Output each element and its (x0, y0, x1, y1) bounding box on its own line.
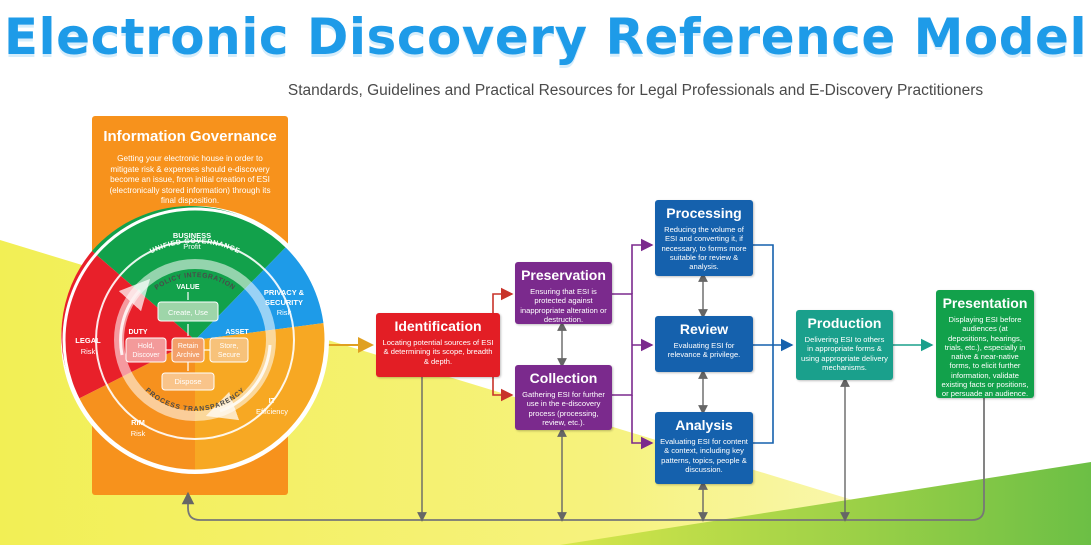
center-text-archive: Archive (176, 352, 199, 359)
center-text-secure: Secure (218, 352, 240, 359)
segment-privacy-sub: Risk (277, 308, 292, 317)
stage-preservation[interactable]: Preservation Ensuring that ESI is protec… (515, 262, 612, 324)
arrow-to-processing (631, 238, 654, 294)
segment-business-name: BUSINESS (173, 231, 211, 240)
arrow-purple-trunk (612, 293, 633, 396)
segment-rim-sub: Risk (131, 429, 146, 438)
segment-legal-name: LEGAL (75, 336, 101, 345)
center-text-discover: Discover (132, 352, 160, 359)
segment-legal (61, 251, 195, 399)
stage-review[interactable]: Review Evaluating ESI for relevance & pr… (655, 316, 753, 372)
segment-business (92, 206, 286, 340)
stage-collection[interactable]: Collection Gathering ESI for further use… (515, 365, 612, 430)
stage-preservation-title: Preservation (521, 267, 606, 283)
center-box-store-secure: Store, Secure (209, 337, 249, 363)
stage-production[interactable]: Production Delivering ESI to others in a… (796, 310, 893, 380)
stage-processing-title: Processing (666, 205, 742, 221)
stage-production-title: Production (807, 315, 882, 331)
stage-analysis-desc: Evaluating ESI for content & context, in… (660, 437, 748, 474)
stage-preservation-desc: Ensuring that ESI is protected against i… (520, 287, 607, 324)
segment-privacy-name2: SECURITY (265, 298, 303, 307)
segment-it-sub: Efficiency (256, 407, 288, 416)
arrow-blue-trunk (753, 244, 774, 444)
information-governance-title: Information Governance (103, 128, 277, 145)
segment-business-sub: Profit (183, 242, 201, 251)
page-subtitle: Standards, Guidelines and Practical Reso… (287, 82, 984, 99)
stage-processing[interactable]: Processing Reducing the volume of ESI an… (655, 200, 753, 276)
governance-wheel: UNIFIED GOVERNANCE POLICY INTEGRATION PR… (61, 206, 329, 474)
stage-identification-title: Identification (394, 318, 482, 334)
center-text-retain: Retain (178, 343, 198, 350)
center-box-create-use: Create, Use (157, 301, 219, 322)
center-text-create-use: Create, Use (168, 308, 208, 317)
segment-rim-name: RIM (131, 418, 145, 427)
stage-production-desc: Delivering ESI to others in appropriate … (801, 335, 888, 372)
center-label-duty: DUTY (128, 329, 147, 336)
stage-collection-title: Collection (529, 370, 598, 386)
center-box-retain-archive: Retain Archive (171, 337, 205, 363)
stage-presentation-title: Presentation (942, 295, 1028, 311)
center-box-dispose: Dispose (161, 372, 215, 391)
center-text-hold: Hold, (138, 343, 154, 350)
stage-analysis[interactable]: Analysis Evaluating ESI for content & co… (655, 412, 753, 484)
stage-review-desc: Evaluating ESI for relevance & privilege… (667, 341, 741, 360)
stage-analysis-title: Analysis (675, 417, 733, 433)
center-box-hold-discover: Hold, Discover (125, 337, 167, 363)
center-text-dispose: Dispose (174, 377, 201, 386)
feedback-loop-line (181, 398, 985, 521)
center-text-store: Store, (220, 343, 239, 350)
stage-processing-desc: Reducing the volume of ESI and convertin… (661, 225, 747, 272)
stage-review-title: Review (679, 321, 729, 337)
arrow-to-analysis (631, 395, 654, 450)
information-governance-description: Getting your electronic house in order t… (109, 154, 271, 205)
segment-privacy-name: PRIVACY & (264, 288, 305, 297)
stage-identification-desc: Locating potential sources of ESI & dete… (382, 338, 494, 366)
segment-it-name: IT (269, 396, 276, 405)
page-title: Electronic Discovery Reference Model (3, 8, 1088, 66)
stage-presentation-desc: Displaying ESI before audiences (at depo… (941, 315, 1029, 399)
segment-legal-sub: Risk (81, 347, 96, 356)
center-label-asset: ASSET (225, 329, 249, 336)
stage-identification[interactable]: Identification Locating potential source… (376, 313, 500, 377)
green-band (560, 462, 1091, 545)
stage-presentation[interactable]: Presentation Displaying ESI before audie… (936, 290, 1034, 398)
stage-collection-desc: Gathering ESI for further use in the e-d… (522, 390, 605, 427)
center-label-value: VALUE (176, 284, 200, 291)
